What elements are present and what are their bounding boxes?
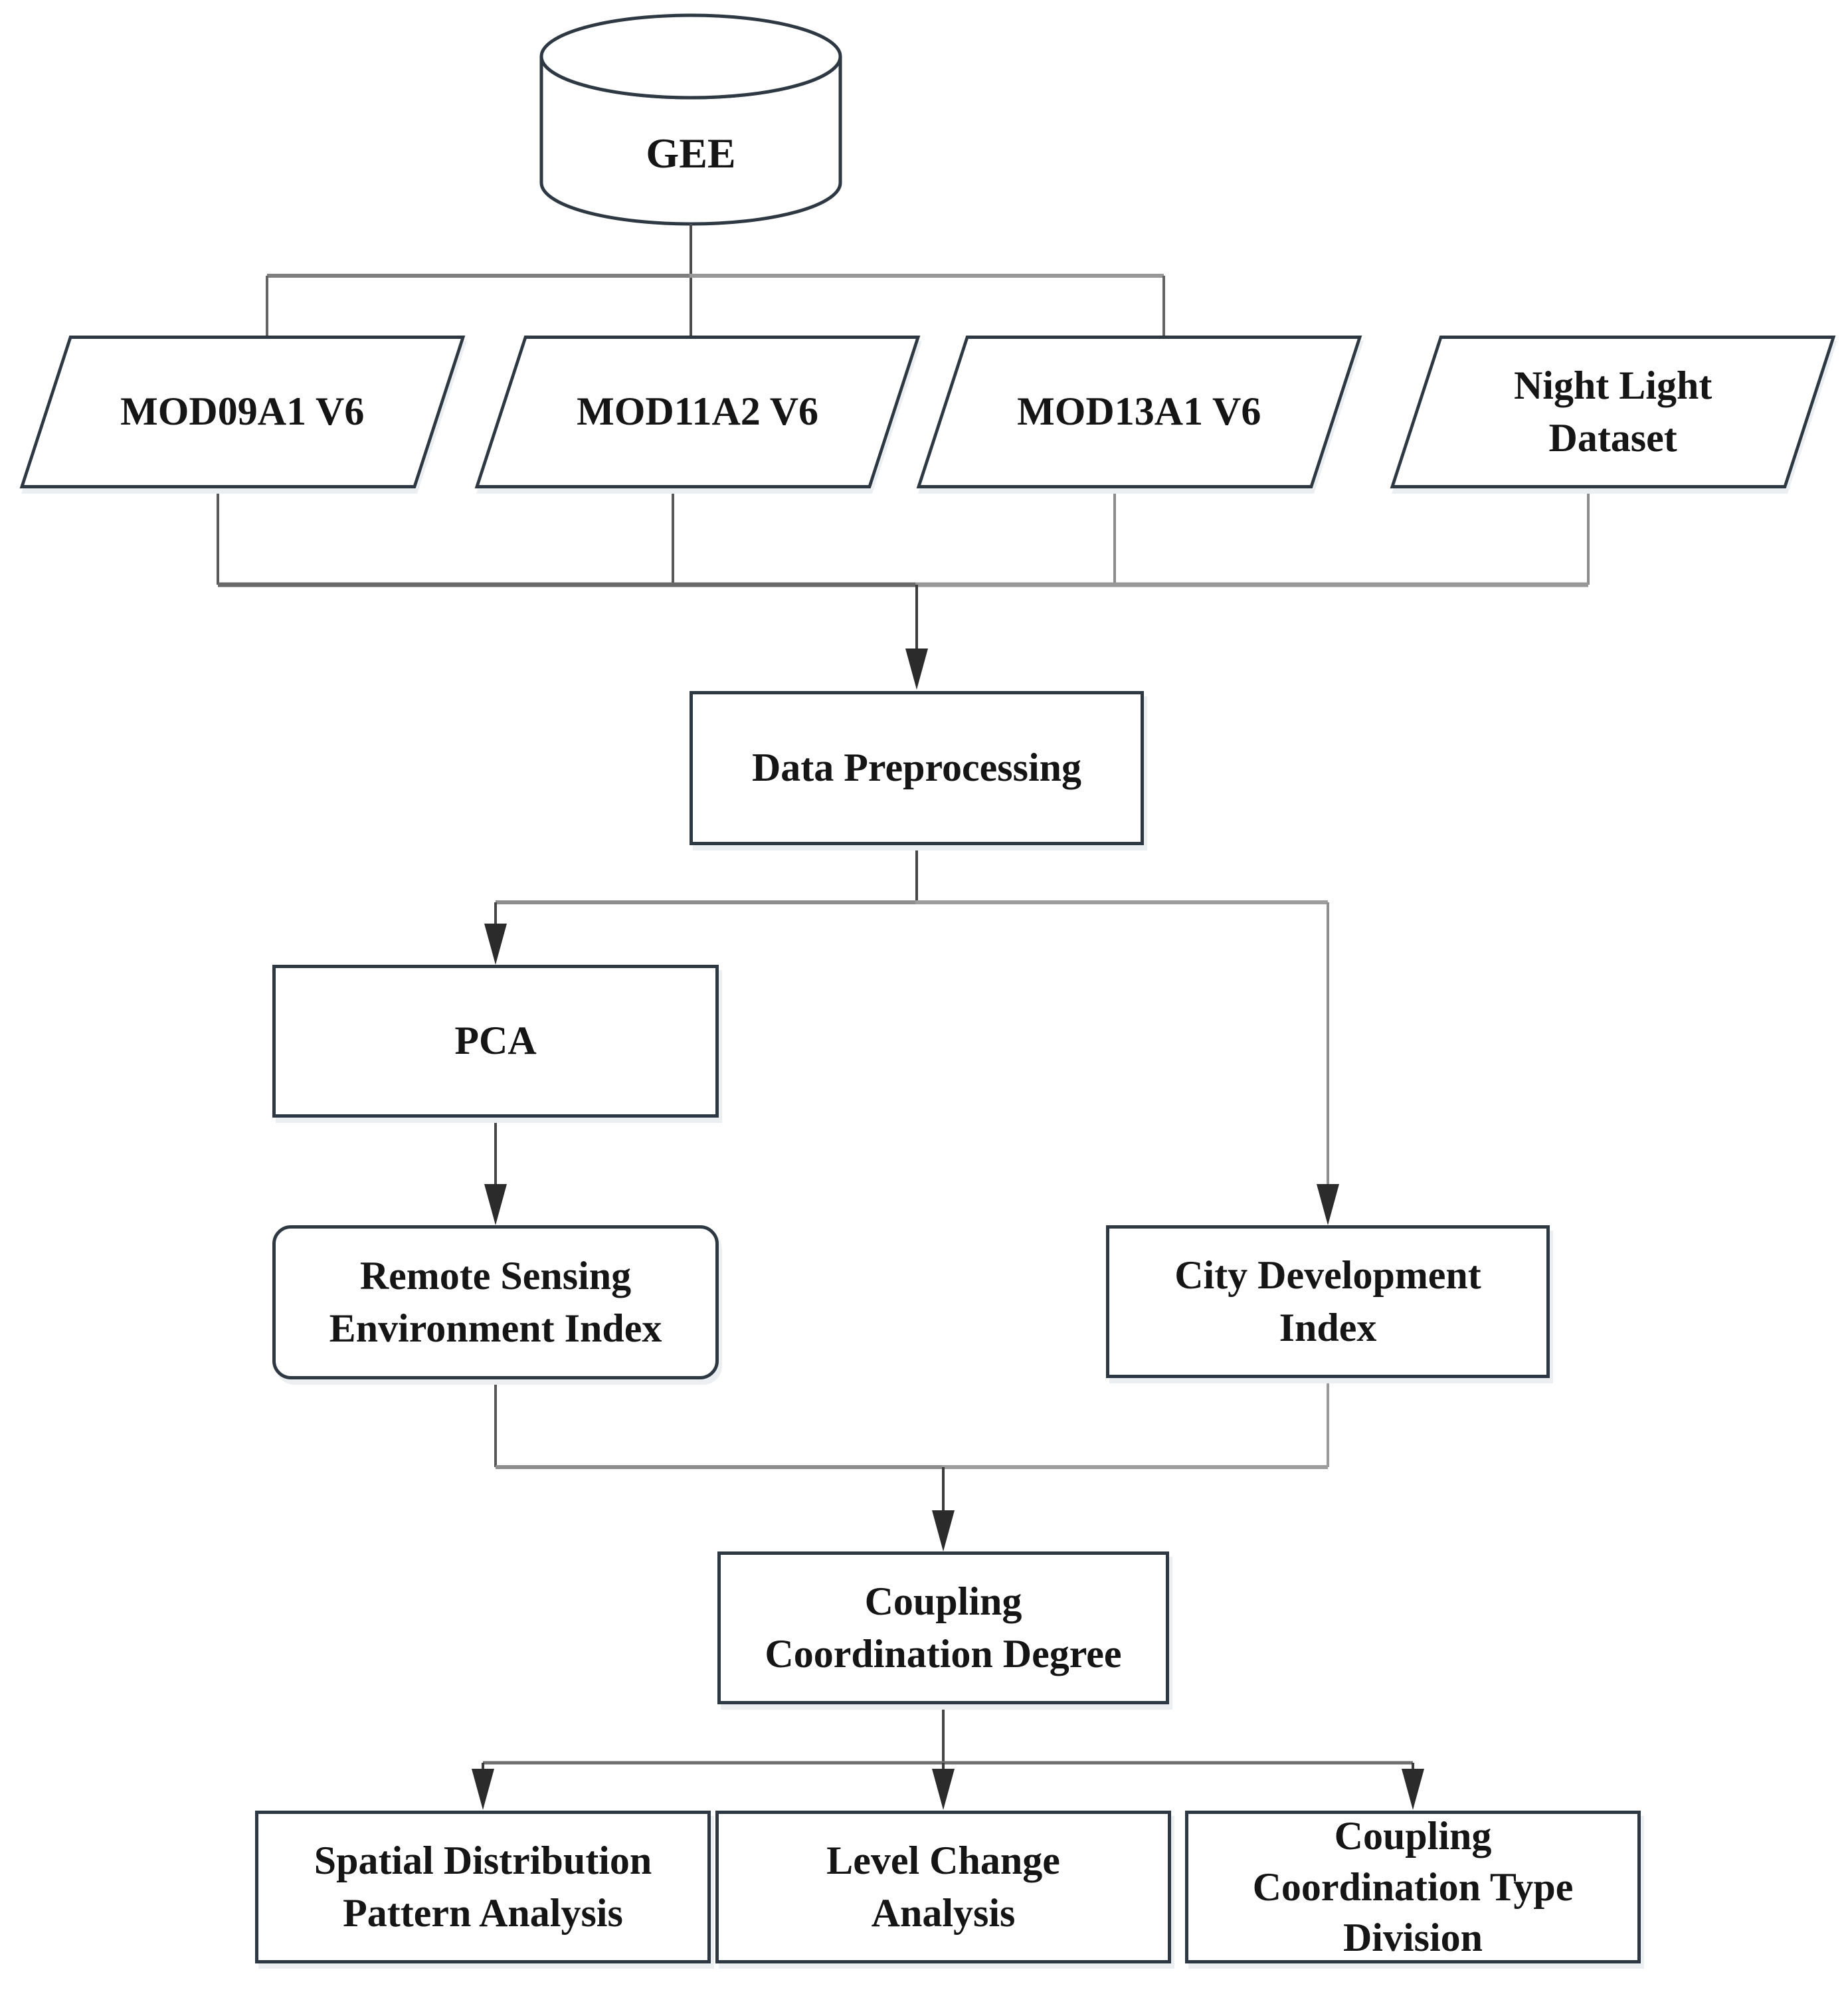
- node-gee-label: GEE: [646, 130, 736, 177]
- arrowhead-icon: [1402, 1769, 1424, 1810]
- node-mod09a1-v6-label: MOD09A1 V6: [120, 389, 365, 434]
- node-spatial-distribution-pattern-analysis: Spatial Distribution Pattern Analysis: [255, 1811, 711, 1963]
- node-coupling-coordination-degree: Coupling Coordination Degree: [717, 1551, 1169, 1704]
- node-mod13a1-v6-label: MOD13A1 V6: [1017, 389, 1261, 434]
- cylinder-top-ellipse: [539, 13, 842, 100]
- node-night-light-dataset-label: Night Light Dataset: [1513, 363, 1712, 460]
- node-mod13a1-v6: MOD13A1 V6: [916, 336, 1362, 488]
- node-coupling-coordination-type-division: Coupling Coordination Type Division: [1185, 1811, 1641, 1963]
- node-night-light-dataset: Night Light Dataset: [1390, 336, 1836, 488]
- arrowhead-icon: [905, 649, 928, 690]
- arrowhead-icon: [484, 924, 507, 965]
- node-level-change-analysis: Level Change Analysis: [715, 1811, 1171, 1963]
- node-mod09a1-v6: MOD09A1 V6: [19, 336, 466, 488]
- arrowhead-icon: [1317, 1184, 1339, 1225]
- arrowhead-icon: [932, 1769, 955, 1810]
- gee-cylinder-shape: [539, 13, 842, 226]
- node-city-development-index: City Development Index: [1106, 1225, 1550, 1378]
- node-pca: PCA: [272, 965, 719, 1118]
- arrowhead-icon: [932, 1510, 955, 1551]
- node-remote-sensing-environment-index: Remote Sensing Environment Index: [272, 1225, 719, 1379]
- node-mod11a2-v6-label: MOD11A2 V6: [577, 389, 818, 434]
- arrowhead-icon: [484, 1184, 507, 1225]
- node-mod11a2-v6: MOD11A2 V6: [474, 336, 921, 488]
- node-data-preprocessing: Data Preprocessing: [690, 691, 1144, 845]
- arrowhead-icon: [472, 1769, 494, 1810]
